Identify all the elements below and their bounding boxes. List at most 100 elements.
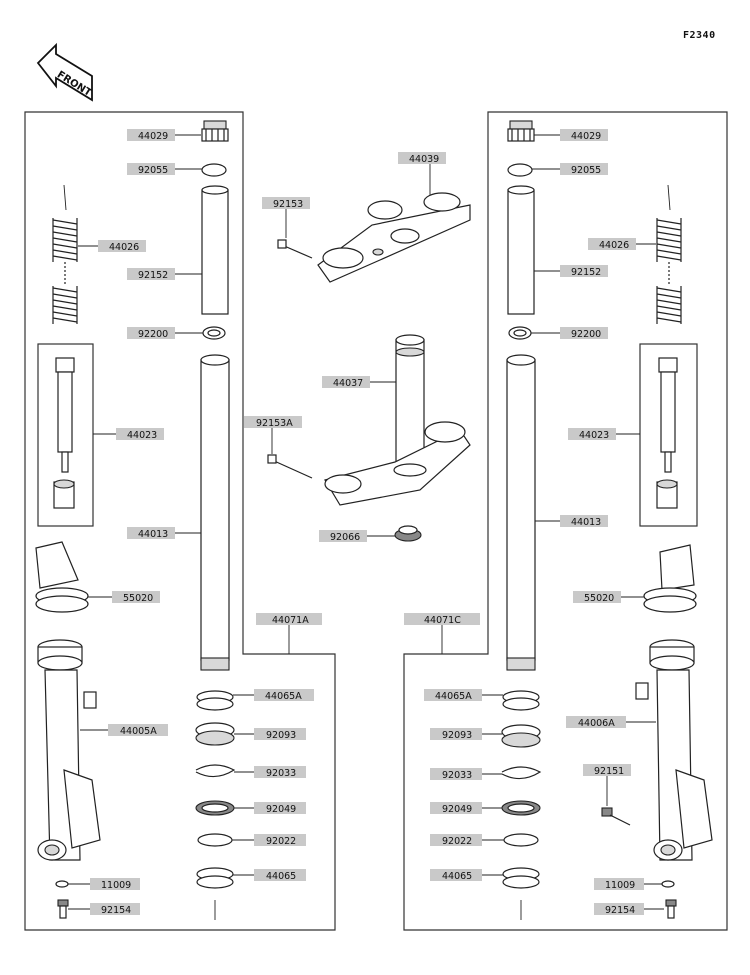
- svg-text:44026: 44026: [109, 242, 139, 253]
- left-collar-tube: [201, 185, 229, 315]
- callout-left-92154: 92154: [68, 903, 140, 916]
- steering-stem: [324, 334, 471, 506]
- svg-text:92093: 92093: [266, 730, 296, 741]
- svg-text:92152: 92152: [571, 267, 601, 278]
- svg-text:11009: 11009: [605, 880, 635, 891]
- right-seal-stack: [501, 690, 542, 920]
- svg-text:92153A: 92153A: [256, 418, 293, 429]
- callout-right-44026: 44026: [588, 238, 656, 251]
- callout-left-92200: 92200: [127, 327, 203, 340]
- center-bolt-92153: [277, 239, 313, 259]
- left-cap-bolt: [201, 120, 229, 142]
- callout-right-44029: 44029: [534, 129, 608, 142]
- svg-text:55020: 55020: [123, 593, 153, 604]
- callout-right-44071C: 44071C: [404, 613, 480, 654]
- callout-right-92154: 92154: [594, 903, 664, 916]
- callout-right-55020: 55020: [573, 591, 644, 604]
- callout-right-44065A: 44065A: [424, 689, 503, 702]
- left-fork-guard: [35, 541, 89, 613]
- left-inner-tube: [200, 354, 230, 671]
- right-collar-tube: [507, 185, 535, 315]
- callout-left-44023: 44023: [93, 428, 164, 441]
- right-damper-box: [639, 343, 698, 527]
- callout-right-44065: 44065: [430, 869, 503, 882]
- stem-bearing: [394, 525, 422, 542]
- svg-text:92022: 92022: [442, 836, 472, 847]
- callout-left-92093: 92093: [234, 728, 306, 741]
- callout-right-44006A: 44006A: [566, 716, 656, 729]
- callout-left-44065: 44065: [233, 869, 306, 882]
- callout-right-44013: 44013: [535, 515, 608, 528]
- left-bottom-bolt: [57, 899, 69, 919]
- svg-text:44026: 44026: [599, 240, 629, 251]
- callout-left-92033: 92033: [234, 766, 306, 779]
- right-cap-bolt: [507, 120, 535, 142]
- callout-right-44023: 44023: [568, 428, 640, 441]
- upper-fork-bracket: [317, 192, 471, 283]
- svg-text:11009: 11009: [101, 880, 131, 891]
- svg-text:44023: 44023: [127, 430, 157, 441]
- callout-left-55020: 55020: [88, 591, 160, 604]
- svg-text:92022: 92022: [266, 836, 296, 847]
- svg-text:92154: 92154: [605, 905, 635, 916]
- callout-right-92033: 92033: [430, 768, 502, 781]
- right-gasket: [661, 880, 675, 888]
- callout-center-92153: 92153: [262, 197, 310, 238]
- callout-left-44065A: 44065A: [233, 689, 314, 702]
- callout-right-92200: 92200: [531, 327, 608, 340]
- callout-center-92066: 92066: [319, 530, 395, 543]
- svg-text:44071C: 44071C: [424, 615, 461, 626]
- left-assembly-frame: [24, 111, 336, 931]
- left-gasket: [55, 880, 69, 888]
- left-fork-spring: [52, 184, 78, 324]
- svg-text:44006A: 44006A: [578, 718, 615, 729]
- svg-text:92049: 92049: [266, 804, 296, 815]
- right-fork-spring: [656, 184, 682, 324]
- svg-text:92154: 92154: [101, 905, 131, 916]
- svg-text:44065: 44065: [266, 871, 296, 882]
- svg-text:92055: 92055: [571, 165, 601, 176]
- callout-left-92055: 92055: [127, 163, 202, 176]
- callout-left-44026: 44026: [78, 240, 146, 253]
- svg-text:44037: 44037: [333, 378, 363, 389]
- callout-right-92049: 92049: [430, 802, 502, 815]
- svg-text:92066: 92066: [330, 532, 360, 543]
- svg-text:44071A: 44071A: [272, 615, 309, 626]
- right-o-ring: [507, 163, 533, 177]
- svg-text:92033: 92033: [442, 770, 472, 781]
- callout-right-11009: 11009: [594, 878, 662, 891]
- callout-left-92022: 92022: [232, 834, 306, 847]
- svg-text:92200: 92200: [138, 329, 168, 340]
- svg-text:55020: 55020: [584, 593, 614, 604]
- right-bottom-bolt: [665, 899, 677, 919]
- callout-left-44071A: 44071A: [256, 613, 322, 654]
- svg-text:44029: 44029: [138, 131, 168, 142]
- callout-left-92152: 92152: [127, 268, 202, 281]
- right-fork-guard: [643, 544, 697, 613]
- svg-text:44029: 44029: [571, 131, 601, 142]
- center-bolt-92153A: [267, 454, 313, 479]
- right-damper-rod: [656, 357, 678, 509]
- svg-text:92055: 92055: [138, 165, 168, 176]
- callout-left-92049: 92049: [234, 802, 306, 815]
- left-outer-tube: [37, 639, 101, 861]
- svg-text:44023: 44023: [579, 430, 609, 441]
- svg-text:44065A: 44065A: [265, 691, 302, 702]
- svg-text:92153: 92153: [273, 199, 303, 210]
- callout-center-44037: 44037: [322, 376, 396, 389]
- right-bolt-92151: [601, 807, 631, 826]
- callout-left-44005A: 44005A: [80, 724, 168, 737]
- callout-left-11009: 11009: [68, 878, 140, 891]
- left-damper-rod: [53, 357, 75, 509]
- left-o-ring: [201, 163, 227, 177]
- svg-text:92049: 92049: [442, 804, 472, 815]
- callout-right-92151: 92151: [583, 764, 631, 806]
- svg-text:44013: 44013: [138, 529, 168, 540]
- svg-text:92033: 92033: [266, 768, 296, 779]
- callout-left-44029: 44029: [127, 129, 201, 142]
- svg-text:44065: 44065: [442, 871, 472, 882]
- left-seal-stack: [195, 690, 236, 920]
- figure-code: F2340: [683, 30, 716, 41]
